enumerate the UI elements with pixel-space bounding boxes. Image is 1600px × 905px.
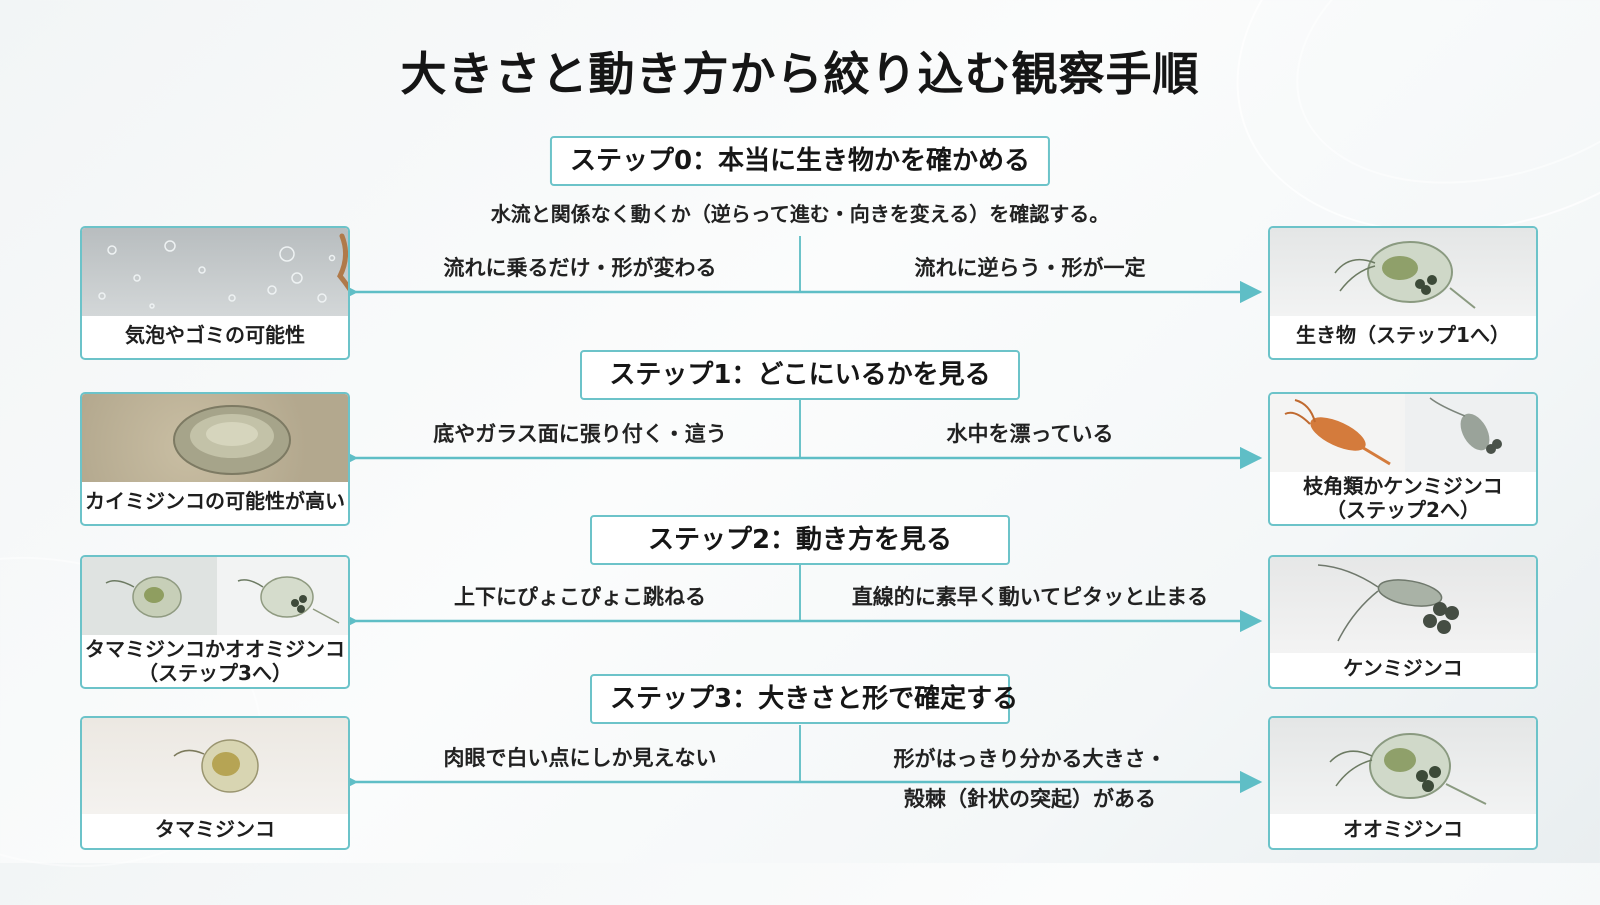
copepod-icon (1317, 564, 1459, 642)
step3-box: ステップ3：大きさと形で確定する (590, 674, 1018, 724)
step1-left-branch: 底やガラス面に張り付く・這う (433, 422, 727, 446)
cladocera-photo (1270, 394, 1536, 472)
step3-left-branch: 肉眼で白い点にしか見えない (443, 746, 717, 770)
result-card-moina: タマミジンコ (80, 716, 350, 850)
moina-large-icon (173, 739, 259, 793)
step1-right-branch: 水中を漂っている (946, 422, 1114, 446)
step3-right-branch-line1: 形がはっきり分かる大きさ・ (893, 747, 1167, 771)
step0-box: ステップ0：本当に生き物かを確かめる (549, 136, 1051, 186)
result-card-daphnia-magna: オオミジンコ (1268, 716, 1538, 850)
daphnia-icon (1334, 241, 1476, 309)
result-moina-label: タマミジンコ (155, 817, 275, 841)
result-card-moina-daphnia: タマミジンコかオオミジンコ （ステップ3へ） (80, 555, 350, 689)
result-moina-daphnia-label-line2: （ステップ3へ） (138, 661, 292, 685)
brine-shrimp-icon (1284, 399, 1391, 466)
result-card-ostracod: カイミジンコの可能性が高い (80, 392, 350, 526)
bubble-debris-photo (82, 228, 348, 316)
result-card-copepod: ケンミジンコ (1268, 555, 1538, 689)
moina-icon (105, 576, 182, 618)
step1-box: ステップ1：どこにいるかを見る (580, 350, 1020, 400)
step0-left-branch: 流れに乗るだけ・形が変わる (443, 256, 717, 280)
step2-right-branch: 直線的に素早く動いてピタッと止まる (851, 585, 1209, 609)
result-daphnia-magna-label: オオミジンコ (1343, 817, 1463, 841)
step2-box: ステップ2：動き方を見る (590, 515, 1010, 565)
copepod-small-icon (1429, 397, 1502, 454)
result-card-bubbles: 気泡やゴミの可能性 (80, 226, 350, 360)
result-cladocera-label-line1: 枝角類かケンミジンコ (1303, 474, 1503, 498)
daphnia-photo (1270, 228, 1536, 316)
result-bubbles-label: 気泡やゴミの可能性 (125, 323, 305, 347)
step0-right-branch: 流れに逆らう・形が一定 (914, 256, 1146, 280)
result-moina-daphnia-label-line1: タマミジンコかオオミジンコ (85, 637, 345, 661)
daphnia-magna-photo (1270, 718, 1536, 814)
daphnia-small-icon (237, 576, 340, 624)
moina-daphnia-photo (82, 557, 348, 635)
ostracod-icon (173, 405, 291, 475)
step3-right-branch-line2: 殻棘（針状の突起）がある (904, 787, 1156, 811)
daphnia-magna-icon (1329, 733, 1487, 805)
copepod-photo (1270, 557, 1536, 653)
page-title: 大きさと動き方から絞り込む観察手順 (400, 47, 1200, 101)
ostracod-photo (82, 394, 348, 482)
result-ostracod-label: カイミジンコの可能性が高い (85, 489, 345, 513)
step2-left-branch: 上下にぴょこぴょこ跳ねる (454, 585, 706, 609)
result-card-living: 生き物（ステップ1へ） (1268, 226, 1538, 360)
result-cladocera-label-line2: （ステップ2へ） (1326, 498, 1480, 522)
step0-description: 水流と関係なく動くか（逆らって進む・向きを変える）を確認する。 (490, 202, 1110, 226)
moina-photo (82, 718, 348, 814)
flow-connectors (335, 236, 1263, 794)
bubbles-icon (98, 233, 348, 309)
result-copepod-label: ケンミジンコ (1343, 656, 1463, 680)
result-living-label: 生き物（ステップ1へ） (1296, 323, 1510, 347)
result-card-cladocera-copepod: 枝角類かケンミジンコ （ステップ2へ） (1268, 392, 1538, 526)
